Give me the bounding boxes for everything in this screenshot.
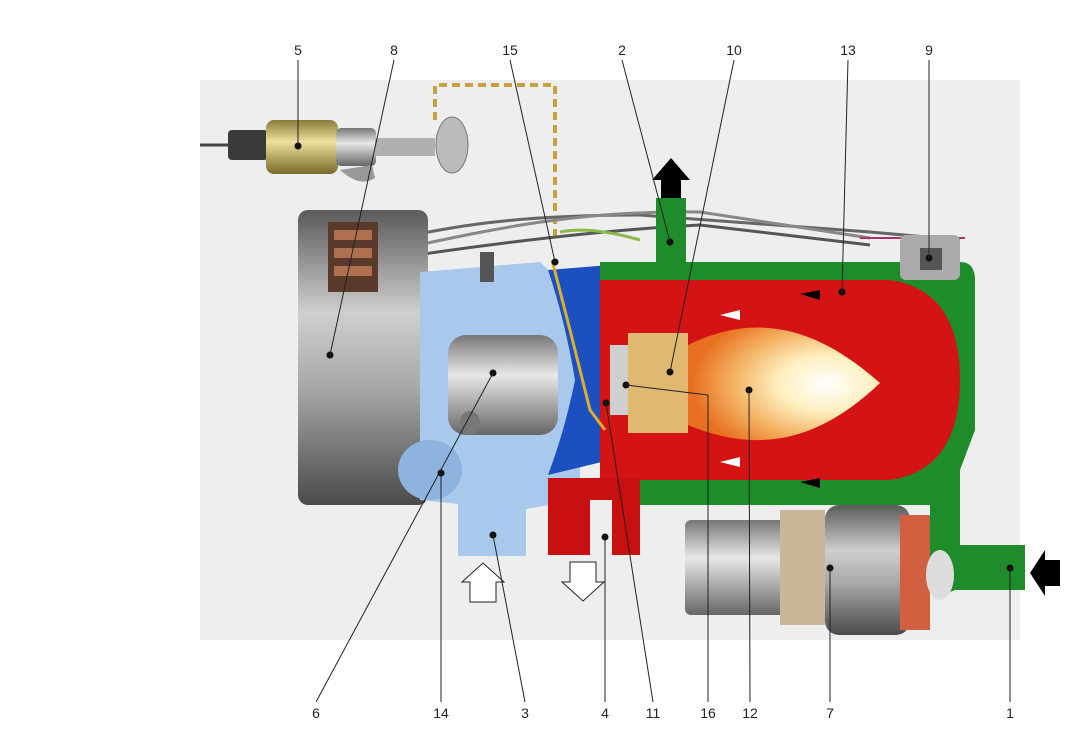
burner-insert <box>610 333 688 433</box>
control-unit <box>298 210 428 505</box>
internal-flow-arrows <box>720 290 820 488</box>
callout-1: 1 <box>1006 705 1014 721</box>
leader-lines <box>297 59 1011 703</box>
callout-8: 8 <box>390 42 398 58</box>
callout-13: 13 <box>840 42 856 58</box>
coolant-in-arrow <box>1030 550 1060 596</box>
callout-11: 11 <box>646 705 661 721</box>
callout-16: 16 <box>700 705 716 721</box>
callout-numbers-top: 5 8 15 2 10 13 9 <box>294 42 933 58</box>
fuel-line-dashed <box>433 83 557 240</box>
callout-7: 7 <box>826 705 834 721</box>
callout-4: 4 <box>601 705 609 721</box>
callout-6: 6 <box>312 705 320 721</box>
exhaust-outlet-arrow <box>560 561 606 602</box>
coolant-out-arrow <box>652 158 690 198</box>
air-inlet-arrow <box>460 562 506 603</box>
callout-10: 10 <box>726 42 742 58</box>
callout-5: 5 <box>294 42 302 58</box>
glow-plug <box>550 259 607 431</box>
coolant-pump <box>685 505 954 635</box>
callout-2: 2 <box>618 42 626 58</box>
callout-numbers-bottom: 6 14 3 4 11 16 12 7 1 <box>312 705 1014 721</box>
callout-15: 15 <box>502 42 518 58</box>
flame <box>688 327 880 441</box>
callout-3: 3 <box>521 705 529 721</box>
callout-12: 12 <box>742 705 758 721</box>
callout-9: 9 <box>925 42 933 58</box>
dosing-pump <box>200 116 469 182</box>
blower-motor <box>448 335 558 435</box>
callout-14: 14 <box>433 705 449 721</box>
